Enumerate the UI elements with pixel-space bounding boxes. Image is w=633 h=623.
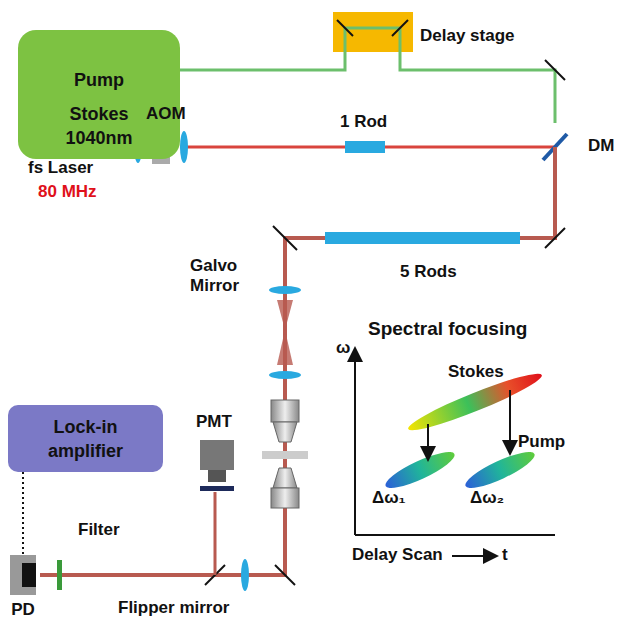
detector-label: PD <box>3 599 43 622</box>
part-label: Galvo Mirror <box>190 256 268 297</box>
node-title: Pump <box>44 68 154 92</box>
part-label: 1 Rod <box>340 112 387 132</box>
laser-box: PumpStokes 1040nm <box>18 30 180 159</box>
part-label: 5 Rods <box>400 262 457 282</box>
callout-label: Δω₁ <box>372 488 406 508</box>
laser-label: Stokes 1040nm <box>44 102 154 151</box>
laser-label: fs Laser <box>28 158 93 178</box>
part-label: DM <box>588 136 614 156</box>
instrument-label: Lock-in amplifier <box>31 415 141 464</box>
part-label: AOM <box>146 104 186 124</box>
signal-cable <box>22 472 24 555</box>
lock-in-box: Lock-in amplifier <box>8 405 163 472</box>
part-label: Delay stage <box>420 26 515 46</box>
photodiode: PD <box>10 555 36 595</box>
part-label: PMT <box>196 412 232 432</box>
callout-label: Δω₂ <box>470 488 504 508</box>
pulse-label: Stokes <box>448 362 504 382</box>
axis-label: t <box>502 545 508 565</box>
detector-face <box>22 563 36 587</box>
inset-title: Spectral focusing <box>368 318 527 341</box>
axis-label: Delay Scan <box>352 545 443 565</box>
rep-rate: 80 MHz <box>38 182 97 202</box>
axis-label: ω <box>336 338 350 358</box>
part-label: Flipper mirror <box>118 598 229 618</box>
pulse-label: Pump <box>518 432 565 452</box>
part-label: Filter <box>78 520 120 540</box>
